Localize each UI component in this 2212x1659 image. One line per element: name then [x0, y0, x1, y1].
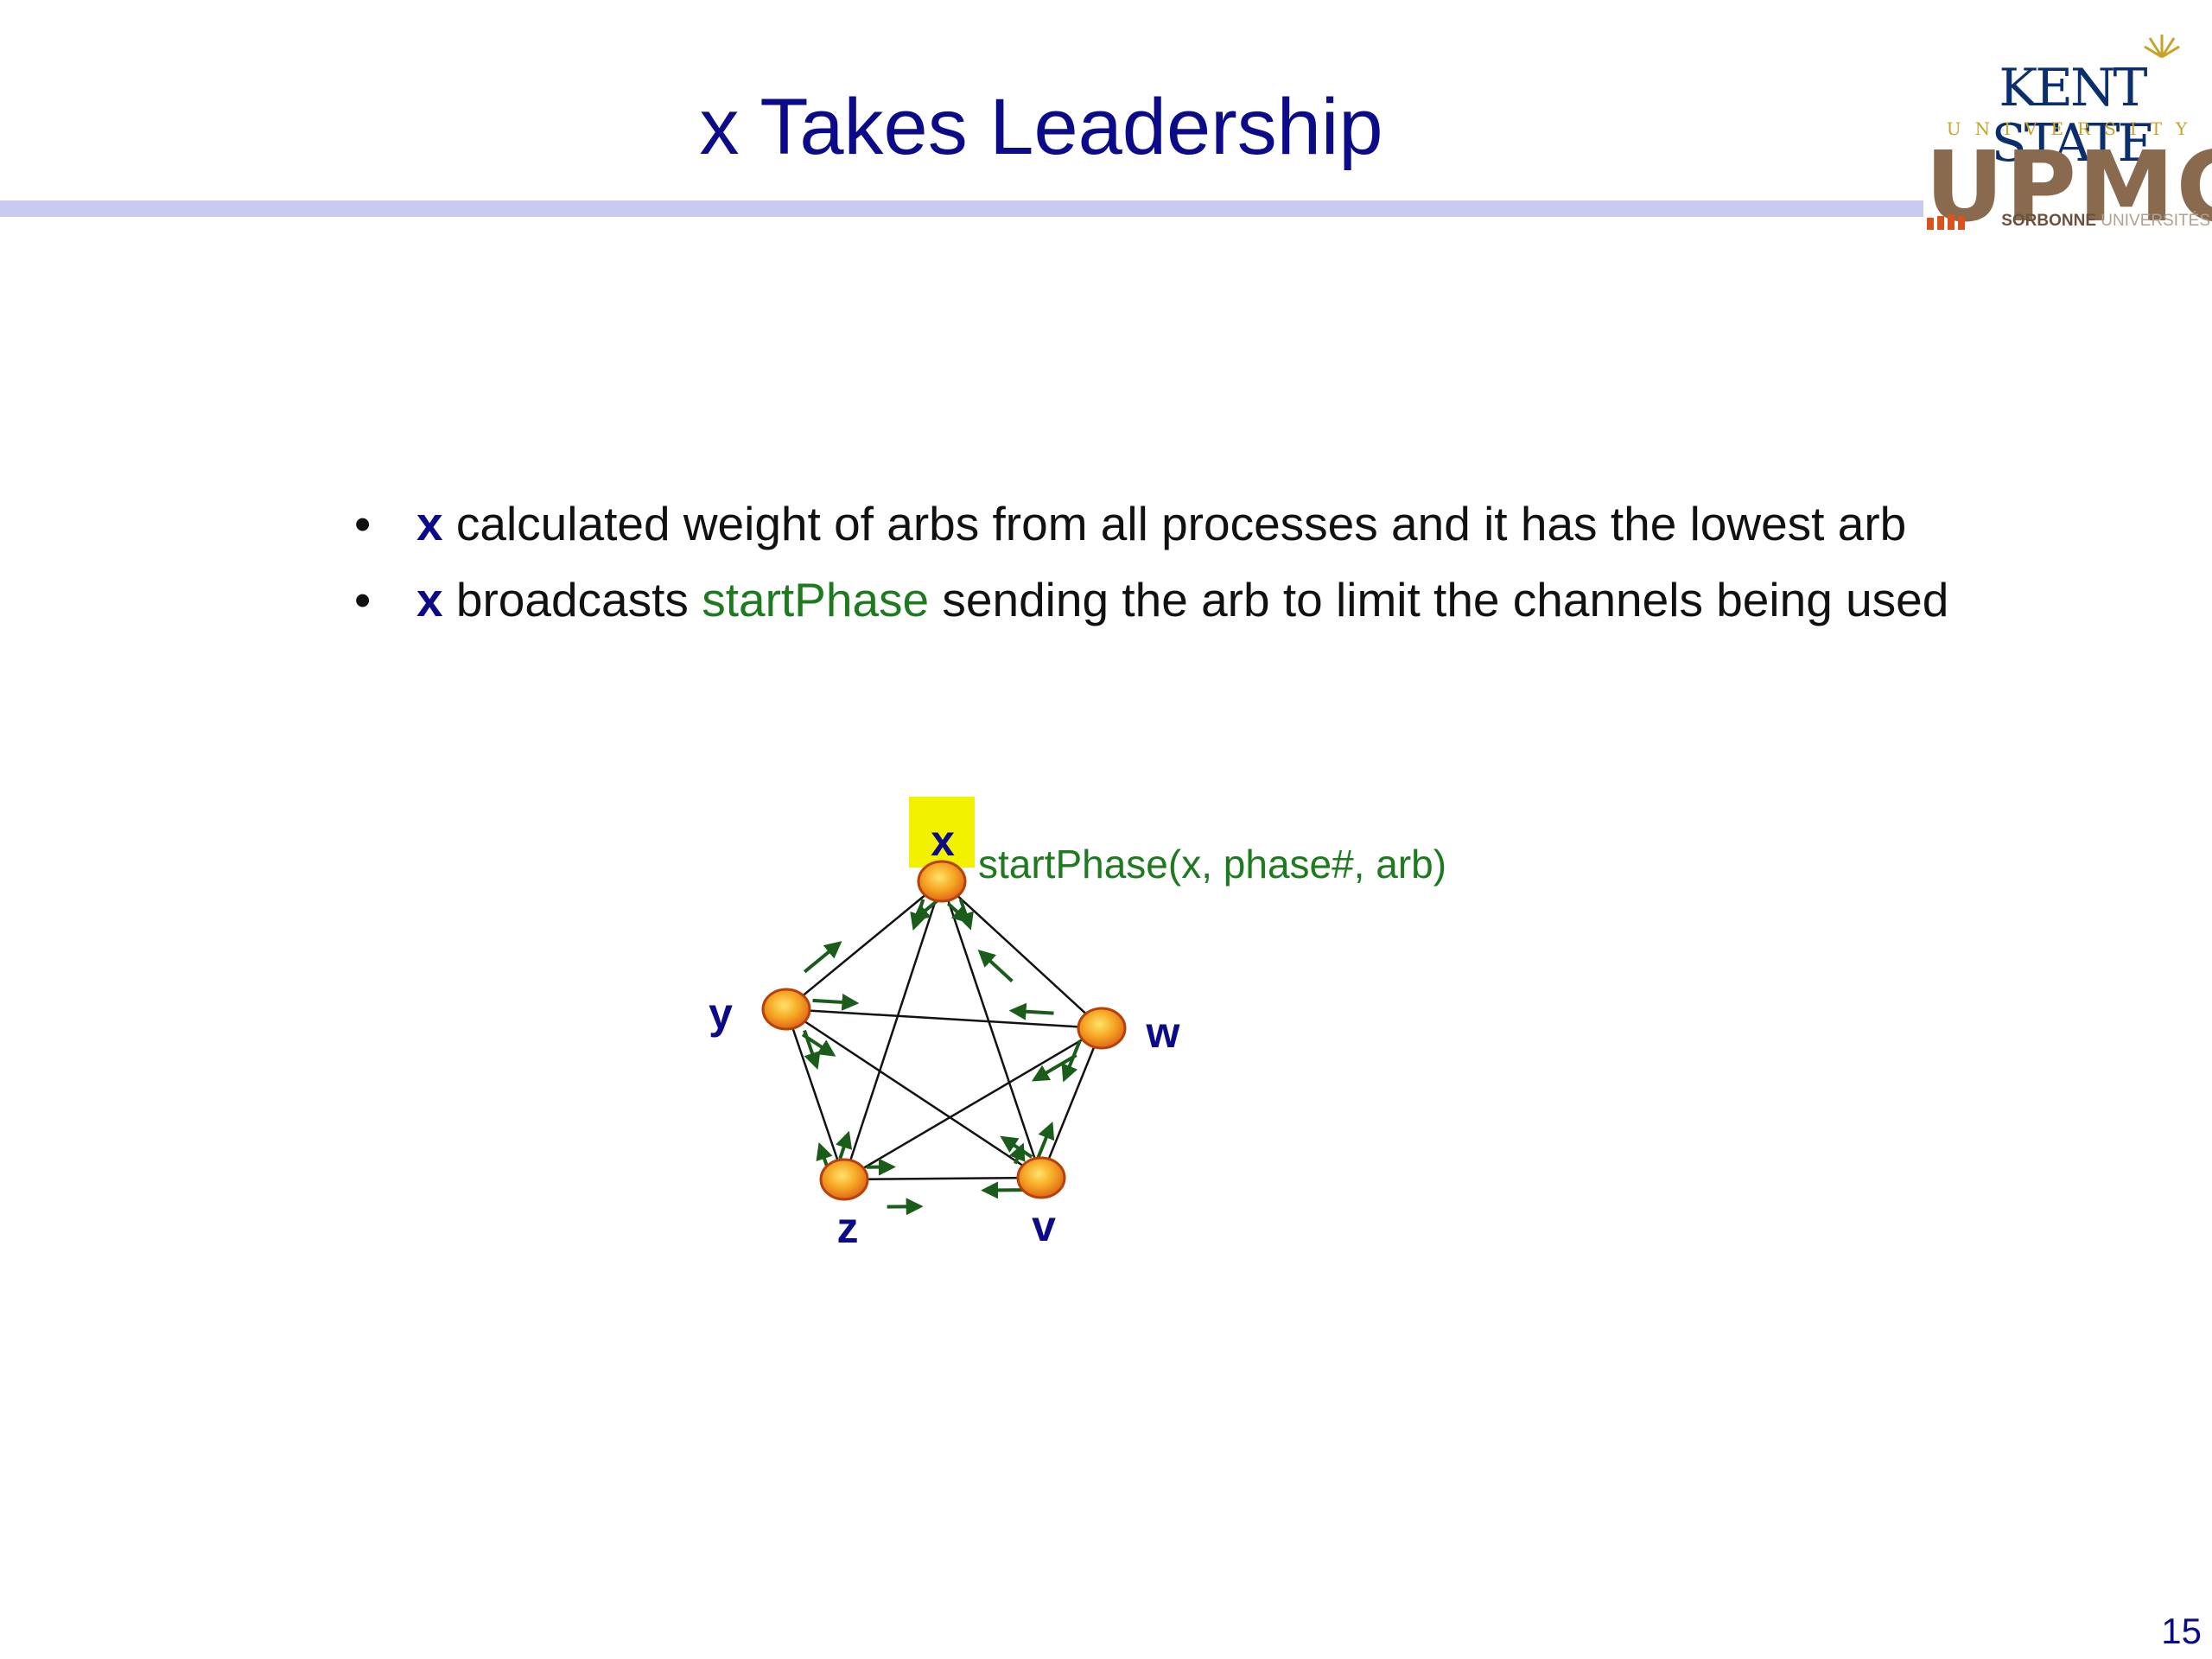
- message-arrow: [801, 1033, 836, 1057]
- bullet-item: • x broadcasts startPhase sending the ar…: [354, 567, 2013, 632]
- kent-state-subtitle: UNIVERSITY: [1946, 118, 2202, 139]
- message-arrow: [836, 1130, 853, 1160]
- node-label-x: x: [931, 817, 955, 865]
- bullet-marker: •: [354, 573, 372, 626]
- kent-state-logo: KENT STATE: [1991, 58, 2156, 174]
- edge-y-v: [785, 1007, 1042, 1179]
- upmc-subtitle-strong: SORBONNE: [2001, 212, 2097, 230]
- upmc-logo: UPMC: [1925, 131, 2212, 244]
- slide-title: x Takes Leadership: [699, 83, 1383, 171]
- message-arrow: [957, 898, 974, 931]
- network-diagram: x y w z v startPhase(x, phase#, arb): [674, 778, 1538, 1283]
- node-y: [761, 988, 811, 1031]
- message-arrow: [1061, 1039, 1082, 1083]
- nodes: [761, 860, 1127, 1201]
- message-arrow: [1008, 1002, 1054, 1020]
- edge-y-w: [785, 1007, 1103, 1030]
- bullet-text: calculated weight of arbs from all proce…: [442, 497, 1907, 550]
- bullet-text: broadcasts: [442, 573, 702, 626]
- edge-w-v: [1039, 1027, 1103, 1179]
- node-z: [819, 1158, 869, 1201]
- message-arrow: [1008, 1142, 1026, 1165]
- edge-x-v: [940, 880, 1043, 1179]
- upmc-bars-icon: [1927, 214, 1965, 230]
- message-arrow: [803, 941, 842, 974]
- edge-x-y: [785, 880, 943, 1010]
- institution-logos: KENT STATE UNIVERSITY UPMC SORBONNE UNIV…: [1918, 26, 2212, 242]
- sunburst-icon: [2144, 35, 2180, 59]
- message-arrow: [910, 899, 927, 931]
- node-w: [1077, 1007, 1127, 1050]
- message-arrow: [1031, 1053, 1077, 1082]
- edge-z-v: [843, 1176, 1042, 1181]
- bullet-list: • x calculated weight of arbs from all p…: [354, 491, 2013, 643]
- bullet-item: • x calculated weight of arbs from all p…: [354, 491, 2013, 556]
- upmc-subtitle-light: UNIVERSITÉS: [2101, 212, 2210, 230]
- message-arrows: [801, 898, 1082, 1216]
- upmc-subtitle: SORBONNE UNIVERSITÉS: [1927, 212, 2210, 231]
- node-label-v: v: [1032, 1202, 1056, 1250]
- node-label-w: w: [1146, 1008, 1180, 1057]
- bullet-marker: •: [354, 497, 372, 550]
- edge-w-z: [843, 1027, 1103, 1181]
- edge-x-z: [842, 880, 944, 1180]
- title-divider: [0, 200, 1923, 217]
- node-label-y: y: [709, 989, 733, 1038]
- edge-y-z: [785, 1008, 846, 1180]
- node-x: [917, 860, 967, 903]
- network-graph: x y w z v startPhase(x, phase#, arb): [709, 797, 1446, 1252]
- bullet-text: sending the arb to limit the channels be…: [929, 573, 1949, 626]
- message-arrow: [977, 949, 1014, 982]
- message-arrow: [812, 993, 860, 1011]
- message-label: startPhase(x, phase#, arb): [978, 842, 1446, 887]
- node-labels: x y w z v: [709, 817, 1179, 1252]
- bullet-term: startPhase: [702, 573, 930, 626]
- leader-highlight: [909, 797, 975, 868]
- page-number: 15: [2161, 1611, 2202, 1651]
- node-v: [1016, 1156, 1066, 1199]
- edges: [785, 880, 1103, 1181]
- bullet-lead: x: [416, 497, 443, 550]
- node-label-z: z: [837, 1204, 859, 1252]
- bullet-lead: x: [416, 573, 443, 626]
